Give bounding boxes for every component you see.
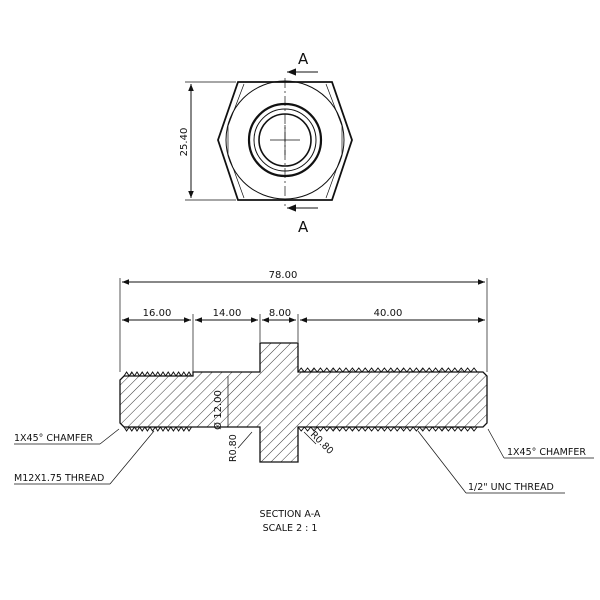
seg3-dim-label: 8.00 (269, 308, 291, 319)
radius-left-label: R0.80 (228, 434, 239, 462)
thread-right (297, 367, 478, 432)
section-mark-top: A (298, 50, 309, 68)
part-section-body (119, 342, 488, 463)
diameter-label: Ø 12.00 (212, 390, 224, 430)
caption-section: SECTION A-A (260, 509, 321, 520)
chamfer-left-label: 1X45° CHAMFER (14, 433, 93, 444)
seg2-dim-label: 14.00 (213, 308, 242, 319)
hex-chamfer-left (227, 83, 245, 199)
thread-teeth-top (123, 371, 193, 377)
hex-chamfer-right (325, 83, 343, 199)
thread-teeth-top (297, 367, 478, 373)
hex-outline (217, 81, 353, 201)
thread-left-label: M12X1.75 THREAD (14, 473, 104, 484)
chamfer-left-leader (99, 428, 120, 445)
chamfer-right-leader (487, 428, 505, 459)
radius-right-leader (303, 431, 317, 445)
thread-teeth-bottom (297, 426, 478, 432)
radius-left-leader (237, 431, 253, 449)
thread-right-leader (417, 430, 467, 494)
caption-scale: SCALE 2 : 1 (263, 523, 318, 534)
seg1-dim-label: 16.00 (143, 308, 172, 319)
section-view: 78.00 16.00 14.00 8.00 40.00 Ø 12.00 R0.… (14, 270, 594, 534)
radius-right-label: R0.80 (308, 429, 335, 456)
height-dim-label: 25.40 (179, 128, 190, 157)
seg4-dim-label: 40.00 (374, 308, 403, 319)
thread-right-label: 1/2" UNC THREAD (468, 482, 554, 493)
thread-teeth-bottom (123, 426, 193, 432)
thread-left (123, 371, 193, 432)
overall-dim-label: 78.00 (269, 270, 298, 281)
chamfer-right-label: 1X45° CHAMFER (507, 447, 586, 458)
top-view: A A 25.40 (179, 50, 353, 236)
section-mark-bottom: A (298, 218, 309, 236)
thread-left-leader (109, 430, 155, 485)
